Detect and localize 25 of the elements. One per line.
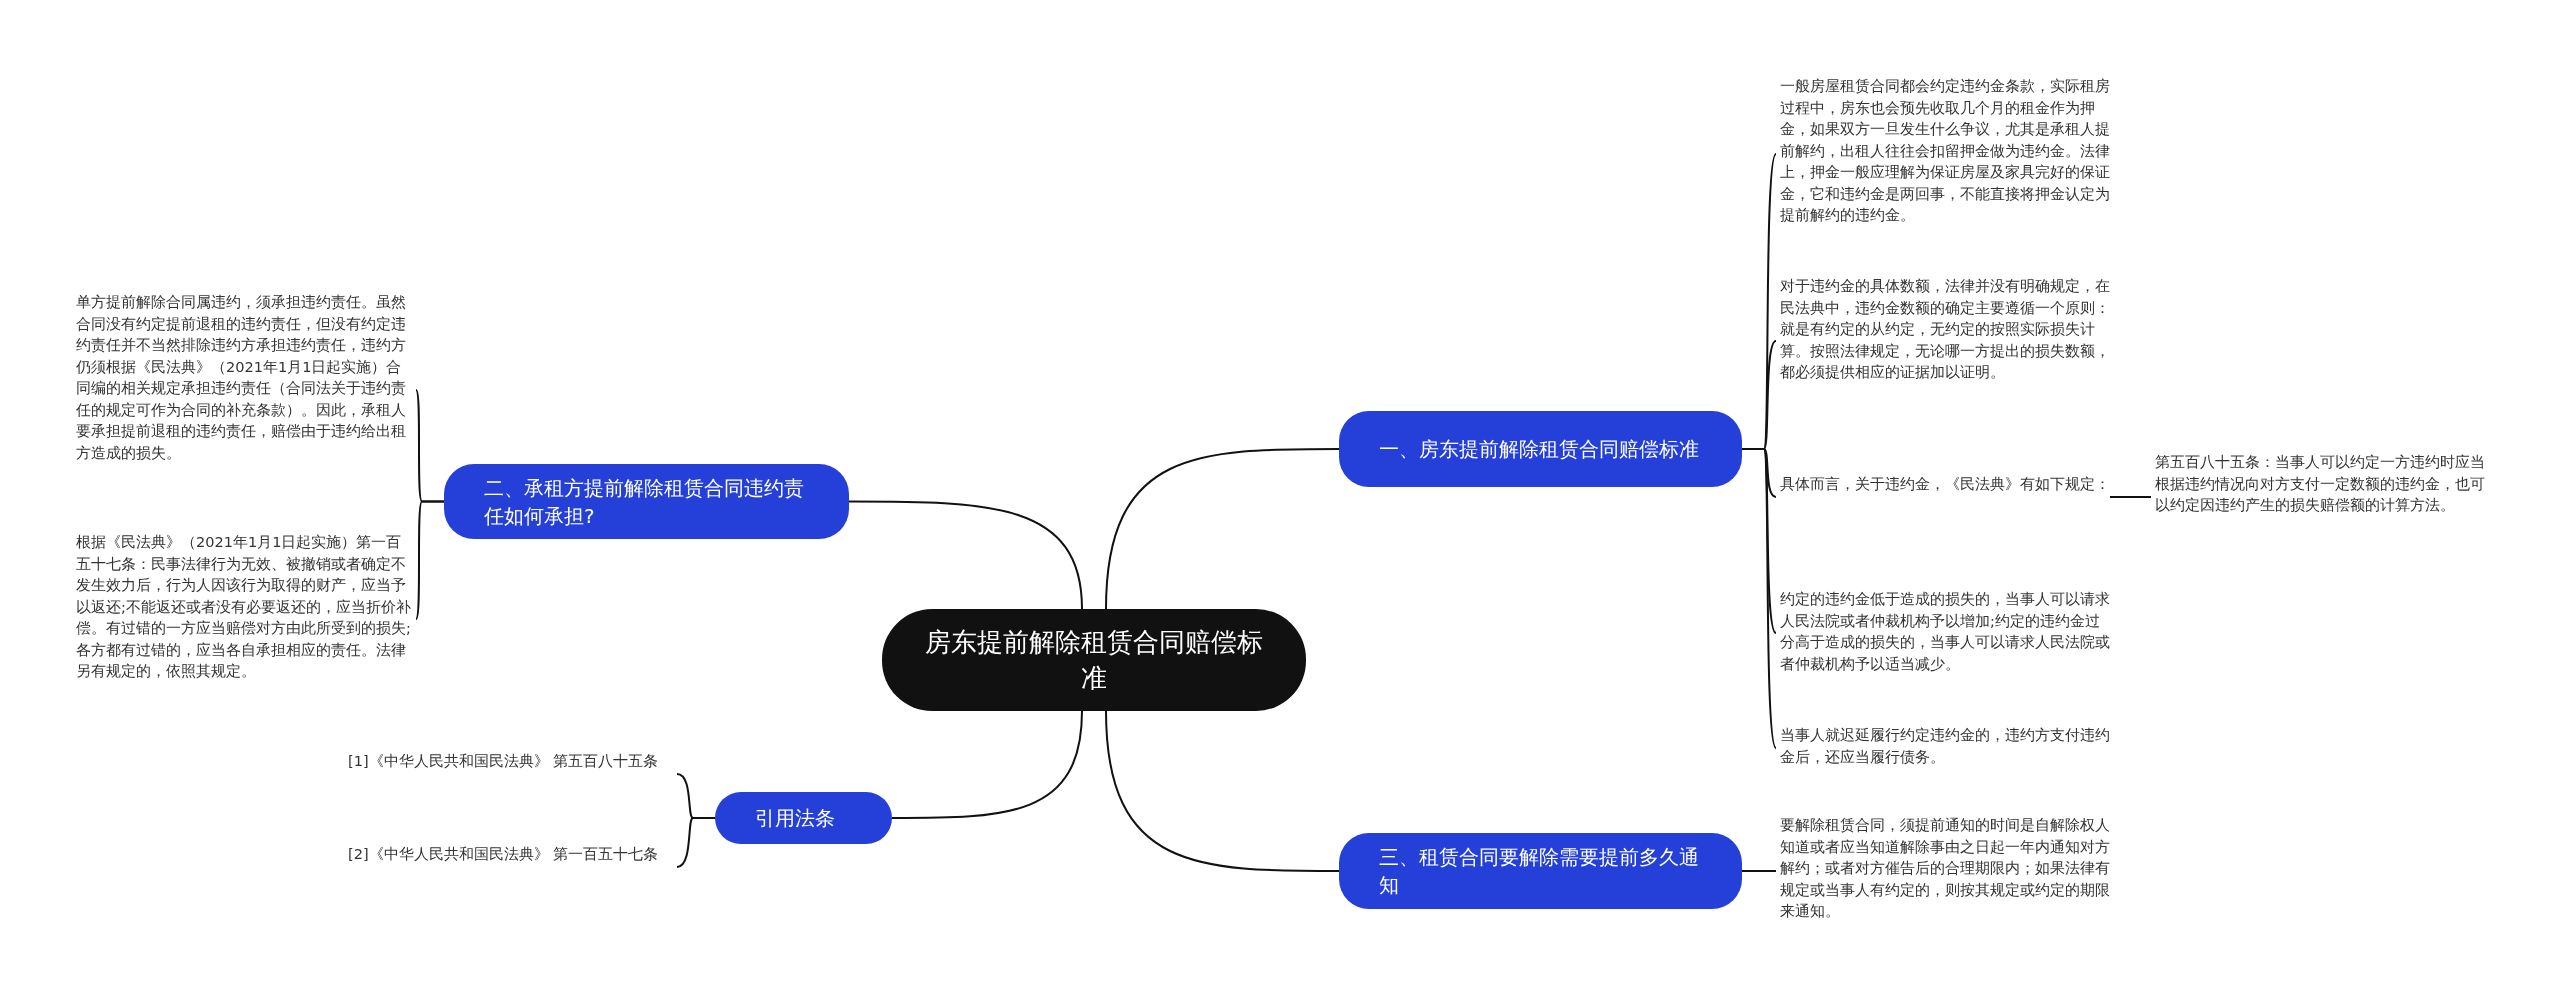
note-text: [2]《中华人民共和国民法典》 第一百五十七条 [348, 845, 660, 864]
central-topic: 房东提前解除租赁合同赔偿标准 [882, 609, 1306, 711]
note-text: 具体而言，关于违约金，《民法典》有如下规定： [1780, 475, 2110, 494]
note-text: [1]《中华人民共和国民法典》 第五百八十五条 [348, 752, 660, 771]
note-text: 对于违约金的具体数额，法律并没有明确规定，在民法典中，违约金数额的确定主要遵循一个原则：就是有约定的从约定，无约定的按照实际损失计算。按照法律规定，无论哪一方提出的损失数额，都必须提供相应的证据加以证明。 [1780, 277, 2110, 382]
note-text: 约定的违约金低于造成的损失的，当事人可以请求人民法院或者仲裁机构予以增加;约定的违约金过分高于造成的损失的，当事人可以请求人民法院或者仲裁机构予以适当减少。 [1780, 590, 2110, 674]
connector-line [2109, 496, 2152, 498]
topic-box: 三、租赁合同要解除需要提前多久通知 [1339, 833, 1742, 909]
topic-box: 二、承租方提前解除租赁合同违约责任如何承担? [444, 464, 849, 539]
note-text: 要解除租赁合同，须提前通知的时间是自解除权人知道或者应当知道解除事由之日起一年内通知对方解约；或者对方催告后的合理期限内；如果法律有规定或当事人有约定的，则按其规定或约定的期限来通知。 [1780, 816, 2110, 921]
connector-line [848, 500, 1083, 610]
connector-line [415, 500, 445, 620]
connector-line [891, 710, 1083, 819]
connector-line [1105, 710, 1340, 872]
connector-line [1741, 448, 1777, 749]
topic-box: 一、房东提前解除租赁合同赔偿标准 [1339, 411, 1742, 487]
connector-line [1741, 870, 1777, 872]
note-text: 单方提前解除合同属违约，须承担违约责任。虽然合同没有约定提前退租的违约责任，但没有约定违约责任并不当然排除违约方承担违约责任，违约方仍须根据《民法典》（2021年1月1日起实施）合同编的相关规定承担违约责任（合同法关于违约责任的规定可作为合同的补充条款）。因此，承租人要承担提前退租的违约责任，赔偿由于违约给出租方造成的损失。 [76, 293, 407, 463]
topic-box: 引用法条 [715, 792, 892, 844]
note-text: 第五百八十五条：当事人可以约定一方违约时应当根据违约情况向对方支付一定数额的违约金，也可以约定因违约产生的损失赔偿额的计算方法。 [2155, 453, 2486, 515]
note-text: 一般房屋租赁合同都会约定违约金条款，实际租房过程中，房东也会预先收取几个月的租金作为押金，如果双方一旦发生什么争议，尤其是承租人提前解约，出租人往往会扣留押金做为违约金。法律上，押金一般应理解为保证房屋及家具完好的保证金，它和违约金是两回事，不能直接将押金认定为提前解约的违约金。 [1780, 77, 2110, 225]
note-text: 当事人就迟延履行约定违约金的，违约方支付违约金后，还应当履行债务。 [1780, 726, 2110, 767]
note-text: 根据《民法典》（2021年1月1日起实施）第一百五十七条：民事法律行为无效、被撤销或者确定不发生效力后，行为人因该行为取得的财产，应当予以返还;不能返还或者没有必要返还的，应当折价补偿。有过错的一方应当赔偿对方由此所受到的损失;各方都有过错的，应当各自承担相应的责任。法律另有规定的，依照其规定。 [76, 533, 412, 681]
connector-line [676, 817, 716, 868]
connector-line [1105, 448, 1340, 610]
